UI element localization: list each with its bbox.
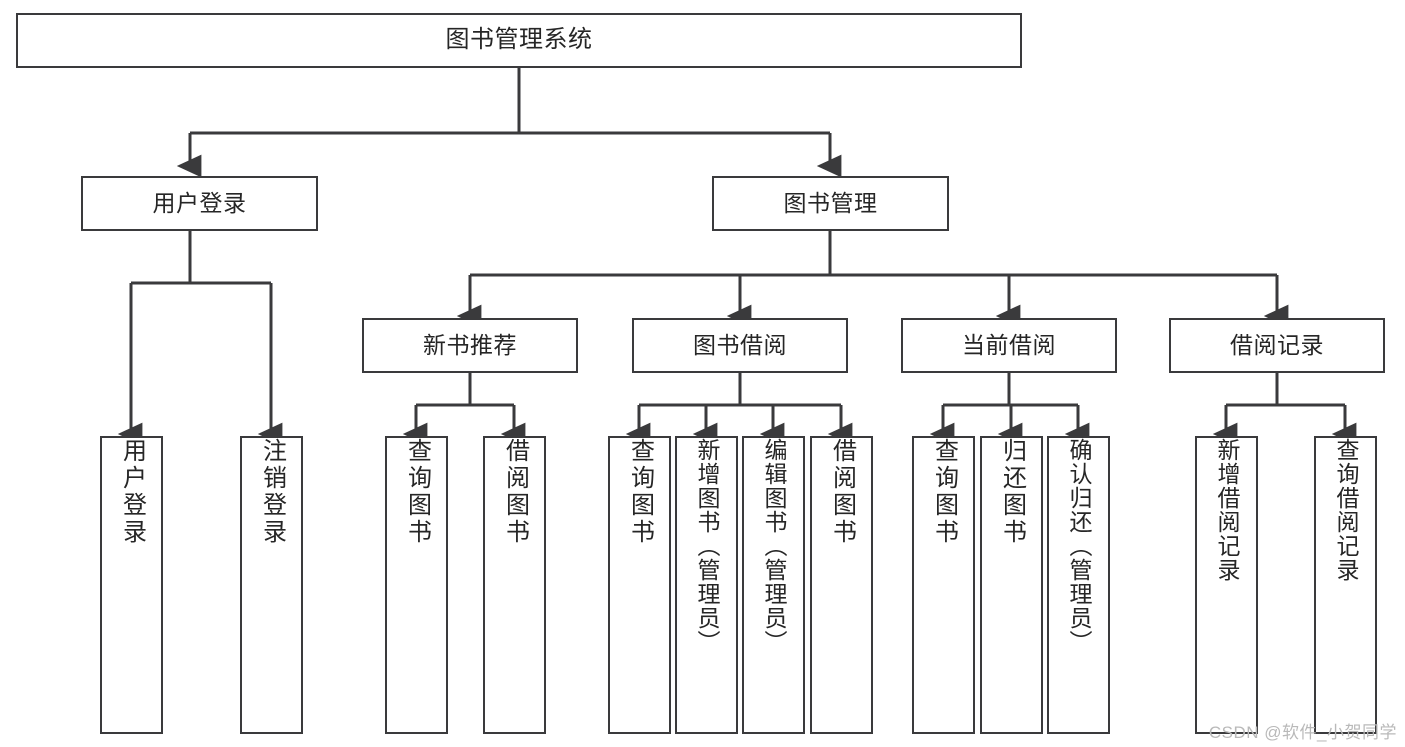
- node-label: 新增图书（管理员）: [694, 438, 720, 654]
- node-label: 新增借阅记录: [1214, 438, 1240, 582]
- leaf-query-borrow-record[interactable]: 查询借阅记录: [1314, 436, 1377, 734]
- node-new-book-recommendation[interactable]: 新书推荐: [362, 318, 578, 373]
- node-label: 图书借阅: [693, 331, 787, 358]
- node-label: 借阅记录: [1230, 331, 1324, 358]
- node-label: 查询图书: [403, 438, 431, 546]
- node-label: 查询图书: [930, 438, 958, 546]
- node-label: 借阅图书: [828, 438, 856, 546]
- leaf-edit-book-admin[interactable]: 编辑图书（管理员）: [742, 436, 805, 734]
- node-label: 新书推荐: [423, 331, 517, 358]
- leaf-logout[interactable]: 注销登录: [240, 436, 303, 734]
- leaf-query-books-newbook[interactable]: 查询图书: [385, 436, 448, 734]
- leaf-query-books-borrow[interactable]: 查询图书: [608, 436, 671, 734]
- node-label: 确认归还（管理员）: [1066, 438, 1092, 654]
- leaf-confirm-return-admin[interactable]: 确认归还（管理员）: [1047, 436, 1110, 734]
- node-label: 用户登录: [118, 438, 146, 546]
- node-label: 借阅图书: [501, 438, 529, 546]
- node-label: 用户登录: [152, 189, 247, 216]
- node-root-book-management-system[interactable]: 图书管理系统: [16, 13, 1022, 68]
- leaf-query-books-current[interactable]: 查询图书: [912, 436, 975, 734]
- node-user-login[interactable]: 用户登录: [81, 176, 318, 231]
- leaf-add-borrow-record[interactable]: 新增借阅记录: [1195, 436, 1258, 734]
- leaf-borrow-books-newbook[interactable]: 借阅图书: [483, 436, 546, 734]
- watermark: CSDN @软件_小贺同学: [1208, 723, 1397, 742]
- node-label: 注销登录: [258, 438, 286, 546]
- leaf-borrow-books[interactable]: 借阅图书: [810, 436, 873, 734]
- node-label: 归还图书: [998, 438, 1026, 546]
- node-label: 当前借阅: [962, 331, 1056, 358]
- node-borrowing-records[interactable]: 借阅记录: [1169, 318, 1385, 373]
- node-label: 查询图书: [626, 438, 654, 546]
- node-label: 编辑图书（管理员）: [761, 438, 787, 654]
- leaf-return-books[interactable]: 归还图书: [980, 436, 1043, 734]
- node-label: 查询借阅记录: [1333, 438, 1359, 582]
- node-label: 图书管理: [783, 189, 878, 216]
- node-book-borrowing[interactable]: 图书借阅: [632, 318, 848, 373]
- node-book-management[interactable]: 图书管理: [712, 176, 949, 231]
- node-label: 图书管理系统: [445, 26, 593, 54]
- node-current-borrowing[interactable]: 当前借阅: [901, 318, 1117, 373]
- leaf-user-login[interactable]: 用户登录: [100, 436, 163, 734]
- leaf-add-book-admin[interactable]: 新增图书（管理员）: [675, 436, 738, 734]
